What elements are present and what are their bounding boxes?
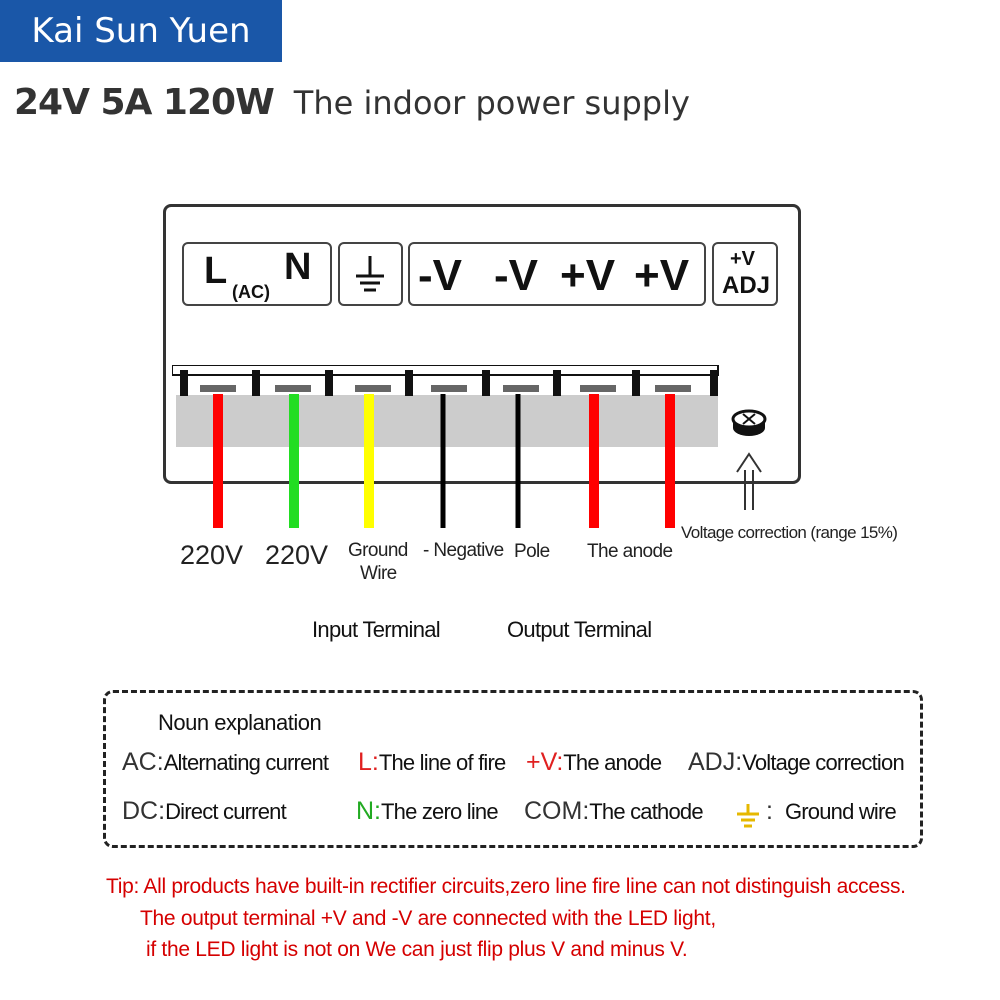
noun-explanation-box (103, 690, 923, 848)
neutral-label: N (284, 246, 312, 288)
noun-entry: +V:The anode (526, 748, 662, 777)
noun-key: ADJ: (688, 748, 743, 776)
wire-label-220v-a: 220V (180, 540, 244, 570)
noun-key: DC: (122, 797, 166, 825)
wire-label-pole: Pole (514, 541, 550, 562)
noun-key: COM: (524, 797, 590, 825)
brand-banner: Kai Sun Yuen (0, 0, 282, 62)
noun-key: AC: (122, 748, 164, 776)
output-label-plate: -V -V +V +V (408, 242, 706, 306)
noun-value: The anode (563, 750, 662, 775)
noun-entry: : Ground wire (734, 797, 897, 830)
wire-label-wire: Wire (360, 563, 397, 584)
tip-line-3: if the LED light is not on We can just f… (146, 938, 688, 961)
power-supply-unit (163, 204, 801, 484)
pos-v-label-1: +V (560, 251, 616, 300)
neg-v-label-2: -V (494, 251, 538, 300)
adj-label-plate: +V ADJ (712, 242, 778, 306)
noun-key: N: (356, 797, 381, 825)
adj-label: ADJ (722, 272, 771, 299)
wire-label-negative: - Negative (423, 540, 504, 561)
ground-icon (356, 256, 384, 292)
noun-value: Ground wire (784, 799, 897, 824)
noun-entry: N:The zero line (356, 797, 499, 826)
wire-label-voltage-correction: Voltage correction (range 15%) (681, 523, 898, 542)
tip-line-1: Tip: All products have built-in rectifie… (106, 875, 906, 898)
ground-icon (737, 803, 759, 828)
spec-text: 24V 5A 120W (14, 82, 275, 123)
wire-label-220v-b: 220V (265, 540, 329, 570)
noun-entry: ADJ:Voltage correction (688, 748, 905, 777)
pos-v-label-2: +V (634, 251, 690, 300)
tip-line-2: The output terminal +V and -V are connec… (140, 907, 716, 930)
terminal-screws (200, 385, 691, 392)
input-terminal-label: Input Terminal (312, 617, 441, 642)
noun-value: The cathode (589, 799, 703, 824)
terminal-block (172, 365, 719, 447)
ground-label (338, 242, 403, 306)
noun-value: Alternating current (163, 750, 329, 775)
page-heading: 24V 5A 120W The indoor power supply (14, 82, 690, 123)
noun-value: Direct current (165, 799, 287, 824)
ac-input-label: L (AC) N (182, 242, 332, 306)
ac-sublabel: (AC) (232, 282, 270, 302)
noun-entry: DC:Direct current (122, 797, 287, 826)
description-text: The indoor power supply (293, 84, 690, 122)
wire-label-ground: Ground (348, 540, 408, 561)
noun-key: : (766, 797, 773, 825)
noun-entry: L:The line of fire (358, 748, 506, 777)
noun-value: The zero line (381, 799, 499, 824)
adj-pos-v-label: +V (730, 248, 756, 270)
noun-value: Voltage correction (742, 750, 905, 775)
noun-entry: COM:The cathode (524, 797, 704, 826)
noun-value: The line of fire (378, 750, 506, 775)
noun-key: +V: (526, 748, 564, 776)
wire-label-anode: The anode (587, 541, 673, 562)
neg-v-label-1: -V (418, 251, 462, 300)
noun-entry: AC:Alternating current (122, 748, 329, 777)
line-label: L (204, 250, 228, 292)
terminal-dividers (180, 370, 718, 396)
noun-title: Noun explanation (158, 710, 322, 735)
noun-key: L: (358, 748, 379, 776)
output-terminal-label: Output Terminal (507, 617, 652, 642)
